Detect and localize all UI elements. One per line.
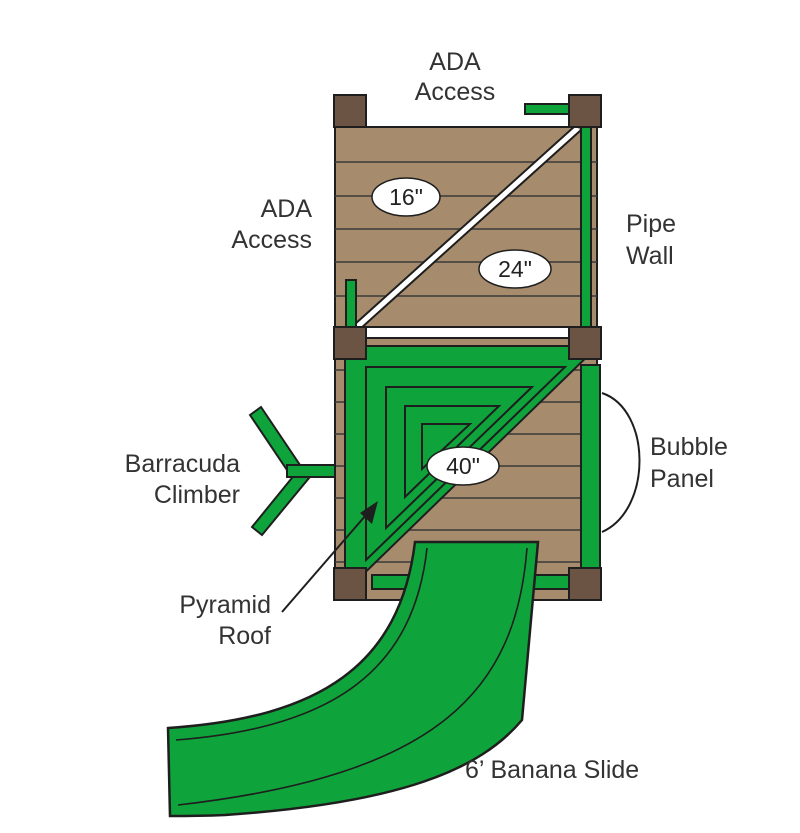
label-ada-access-left-line2: Access — [231, 226, 312, 254]
upper-deck — [334, 124, 598, 331]
post-mid-right — [568, 326, 602, 360]
post-lower-left — [333, 567, 367, 601]
post-mid-left — [333, 326, 367, 360]
height-oval-lower: 40" — [426, 446, 500, 486]
height-label-16: 16" — [389, 184, 423, 210]
ada-rail-left — [345, 279, 357, 329]
post-upper-left — [333, 94, 367, 128]
height-label-40: 40" — [446, 453, 480, 479]
label-pipe-wall-line2: Wall — [626, 242, 674, 270]
label-barracuda-climber-line1: Barracuda — [125, 450, 240, 478]
label-banana-slide: 6’ Banana Slide — [465, 756, 639, 784]
barracuda-climber — [248, 405, 336, 537]
label-ada-access-top-line2: Access — [415, 78, 496, 106]
height-oval-upper-right: 24" — [478, 249, 552, 289]
posts — [333, 94, 602, 601]
height-oval-upper-left: 16" — [371, 177, 441, 217]
label-bubble-panel-line2: Panel — [650, 465, 714, 493]
ada-rail-top — [524, 103, 576, 115]
label-pyramid-roof-line1: Pyramid — [179, 591, 271, 619]
pipe-wall — [580, 124, 592, 331]
bubble-panel — [580, 364, 641, 569]
pyramid-roof-pointer — [281, 501, 378, 613]
label-pipe-wall-line1: Pipe — [626, 210, 676, 238]
label-barracuda-climber-line2: Climber — [154, 481, 240, 509]
banana-slide — [166, 540, 540, 818]
label-pyramid-roof-line2: Roof — [218, 622, 271, 650]
label-ada-access-left-line1: ADA — [261, 195, 313, 223]
post-upper-right — [568, 94, 602, 128]
label-ada-access-top-line1: ADA — [429, 48, 481, 76]
label-bubble-panel-line1: Bubble — [650, 433, 728, 461]
height-label-24: 24" — [498, 256, 532, 282]
post-lower-right — [568, 567, 602, 601]
